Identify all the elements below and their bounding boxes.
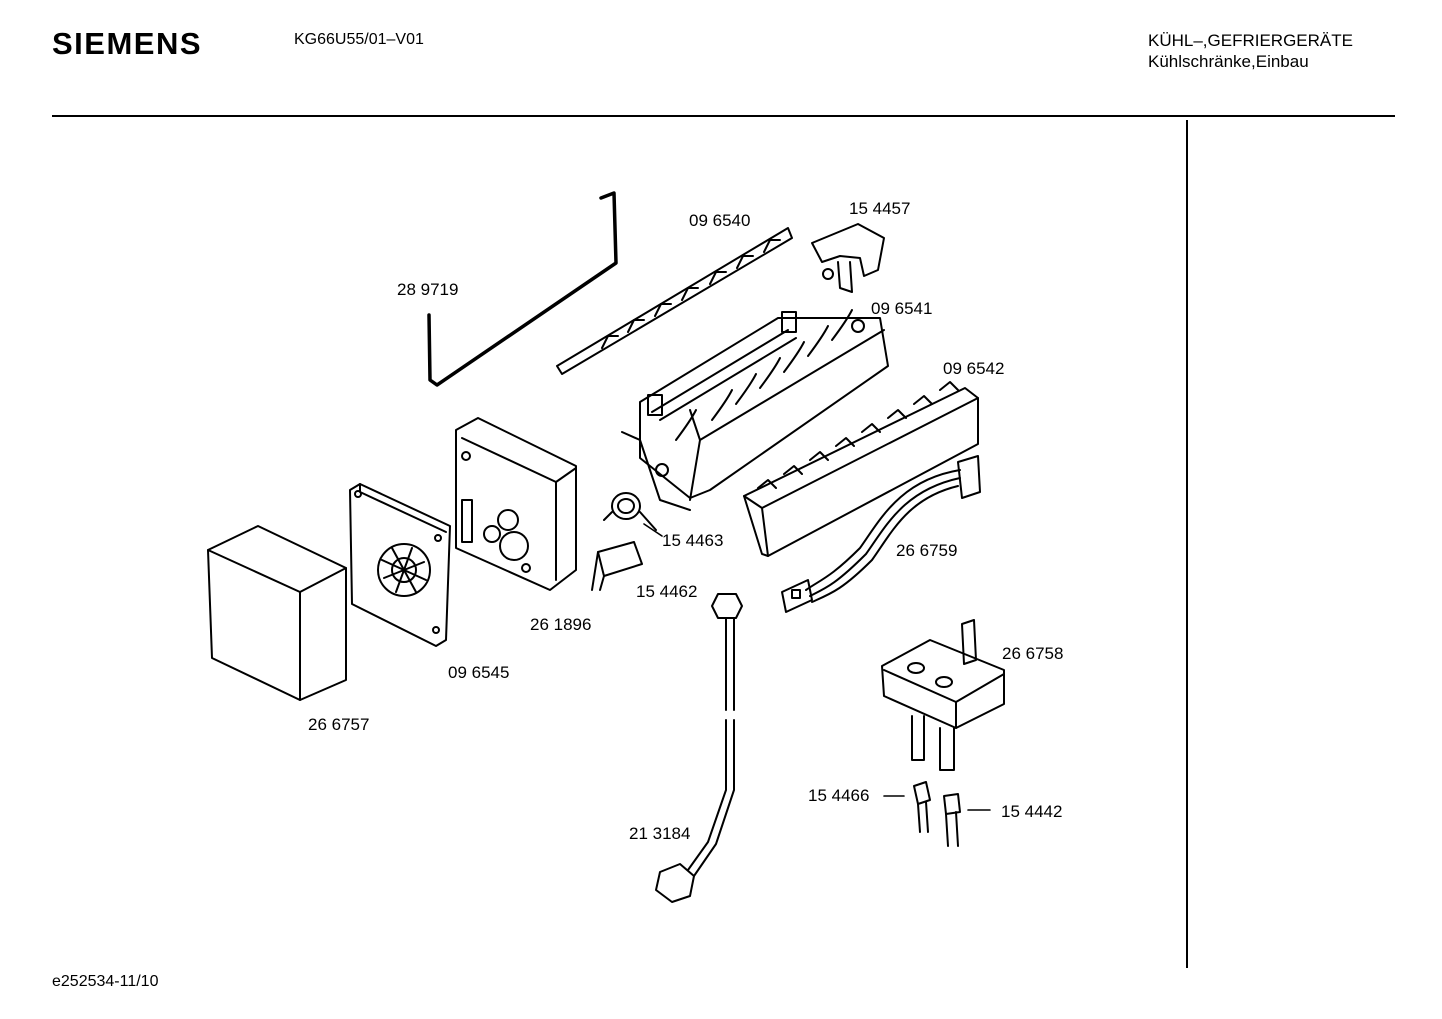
part-label-096540: 09 6540 (689, 211, 750, 230)
part-label-096542: 09 6542 (943, 359, 1004, 378)
thermostat-drawing (603, 492, 657, 531)
part-label-266759: 26 6759 (896, 541, 957, 560)
part-label-154463: 15 4463 (662, 531, 723, 550)
category-title: KÜHL–,GEFRIERGERÄTE (1148, 31, 1353, 50)
cover-box-drawing (207, 525, 347, 701)
fill-tube-drawing (655, 593, 743, 903)
part-label-213184: 21 3184 (629, 824, 690, 843)
wire-harness-drawing (781, 455, 981, 613)
part-label-154457: 15 4457 (849, 199, 910, 218)
stripper-drawing (743, 381, 979, 557)
part-label-261896: 26 1896 (530, 615, 591, 634)
ejector-shaft-drawing (556, 227, 793, 375)
part-label-266758: 26 6758 (1002, 644, 1063, 663)
header-divider (52, 115, 1395, 117)
category-subtitle: Kühlschränke,Einbau (1148, 52, 1309, 71)
control-housing-drawing (455, 417, 577, 591)
ice-mold-tray-drawing (621, 309, 889, 511)
part-label-154466: 15 4466 (808, 786, 869, 805)
document-id: e252534-11/10 (52, 973, 159, 990)
shut-off-clip-drawing (811, 223, 885, 293)
cover-plate-drawing (349, 483, 451, 647)
part-label-154442: 15 4442 (1001, 802, 1062, 821)
leader-lines (643, 523, 991, 811)
side-divider (1186, 120, 1188, 968)
part-label-154462: 15 4462 (636, 582, 697, 601)
shield-drawing (591, 541, 643, 591)
brand-logo: SIEMENS (52, 26, 203, 61)
water-valve-drawing (881, 619, 1005, 771)
part-label-266757: 26 6757 (308, 715, 369, 734)
part-label-096545: 09 6545 (448, 663, 509, 682)
model-number: KG66U55/01–V01 (294, 31, 424, 48)
part-label-289719: 28 9719 (397, 280, 458, 299)
part-label-096541: 09 6541 (871, 299, 932, 318)
wire-bracket-drawing (427, 191, 618, 387)
fittings-drawing (913, 781, 961, 847)
